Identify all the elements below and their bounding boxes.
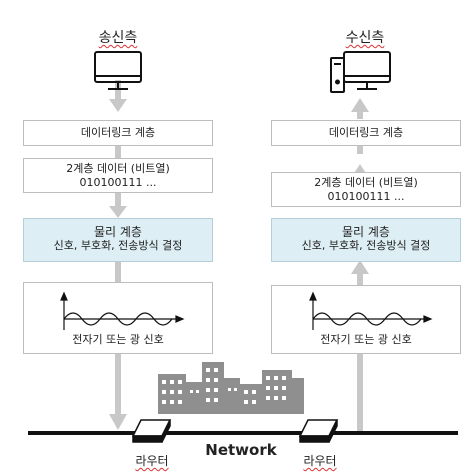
receiver-physical-layer: 물리 계층 신호, 부호화, 전송방식 결정 [271, 218, 461, 262]
router-left-label: 라우터 [135, 454, 169, 468]
receiver-datalink-layer: 데이터링크 계층 [271, 120, 461, 146]
receiver-bits-value: 010100111 ... [327, 190, 405, 203]
router-icon [131, 419, 172, 443]
sender-physical-title: 물리 계층 [94, 225, 142, 239]
receiver-physical-sub: 신호, 부호화, 전송방식 결정 [301, 239, 431, 252]
sender-physical-sub: 신호, 부호화, 전송방식 결정 [53, 239, 183, 252]
sender-bits-value: 010100111 ... [79, 176, 157, 189]
sender-datalink-layer: 데이터링크 계층 [23, 120, 213, 146]
network-line [28, 431, 458, 435]
desktop-computer-icon [330, 51, 391, 93]
sender-signal-box: 전자기 또는 광 신호 [23, 282, 213, 354]
network-label: Network [205, 441, 277, 459]
receiver-signal-box: 전자기 또는 광 신호 [271, 285, 461, 354]
receiver-bitstream-box: 2계층 데이터 (비트열) 010100111 ... [271, 172, 461, 207]
receiver-datalink-label: 데이터링크 계층 [328, 126, 404, 139]
receiver-bits-title: 2계층 데이터 (비트열) [314, 176, 418, 189]
sender-signal-label: 전자기 또는 광 신호 [72, 333, 164, 346]
router-icon [298, 419, 339, 443]
monitor-icon [94, 51, 142, 90]
router-right-label: 라우터 [303, 454, 337, 468]
sender-bits-title: 2계층 데이터 (비트열) [66, 162, 170, 175]
sender-datalink-label: 데이터링크 계층 [80, 126, 156, 139]
sender-title: 송신측 [98, 30, 138, 46]
sender-physical-layer: 물리 계층 신호, 부호화, 전송방식 결정 [23, 218, 213, 262]
receiver-signal-graph [309, 291, 433, 330]
receiver-physical-title: 물리 계층 [342, 225, 390, 239]
receiver-title: 수신측 [345, 30, 385, 46]
receiver-signal-label: 전자기 또는 광 신호 [320, 333, 412, 346]
city-buildings-icon [158, 362, 304, 414]
sender-bitstream-box: 2계층 데이터 (비트열) 010100111 ... [23, 158, 213, 193]
receiver-arrows [351, 98, 369, 432]
sender-signal-graph [60, 291, 185, 330]
